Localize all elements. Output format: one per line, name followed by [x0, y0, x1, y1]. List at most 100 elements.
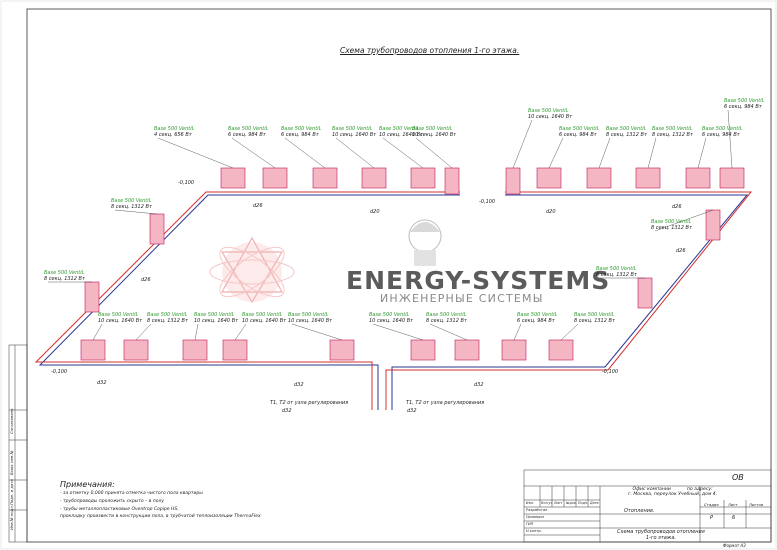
radiator-model: Base 500 VentiL [412, 126, 453, 132]
sheet-value: 6 [732, 515, 736, 521]
radiator-model: Base 500 VentiL [606, 126, 647, 132]
leader-line [372, 323, 424, 341]
side-label: Взам. инв.№ [9, 450, 14, 475]
radiator-model: Base 500 VentiL [281, 126, 322, 132]
radiator-model: Base 500 VentiL [517, 312, 558, 318]
radiator-model: Base 500 VentiL [651, 219, 692, 225]
leader-line [135, 323, 152, 341]
format-label: Формат А3 [723, 543, 746, 548]
note-line: - за отметку 0,000 принята отметка чисто… [60, 491, 203, 496]
drawing-title: Схема трубопроводов отопления 1-го этажа… [340, 46, 520, 55]
radiator-model: Base 500 VentiL [559, 126, 600, 132]
radiator-model: Base 500 VentiL [369, 312, 410, 318]
radiator-model: Base 500 VentiL [147, 312, 188, 318]
radiator-spec: 10 секц. 1640 Вт [369, 318, 414, 324]
radiator [329, 339, 355, 361]
radiator-spec: 6 секц. 984 Вт [228, 132, 266, 138]
side-label: Согласовано [9, 408, 14, 434]
drawing-frame [26, 8, 772, 543]
side-label: Подп. и дата [9, 479, 14, 505]
pipe-diameter: d32 [474, 382, 484, 388]
sheet-header: Лист [728, 502, 738, 507]
watermark-logo [209, 219, 442, 304]
notes-heading: Примечания: [60, 480, 115, 489]
radiator-spec: 10 секц. 1640 Вт [194, 318, 239, 324]
address: Офис компании по адресу: г. Москва, пере… [628, 487, 718, 497]
radiator-model: Base 500 VentiL [111, 198, 152, 204]
radiator-model: Base 500 VentiL [154, 126, 195, 132]
radiator-spec: 8 секц. 1312 Вт [596, 272, 637, 278]
leader-line [598, 137, 611, 169]
radiator-model: Base 500 VentiL [332, 126, 373, 132]
radiator [501, 339, 527, 361]
leader-line [654, 209, 714, 232]
radiator-model: Base 500 VentiL [574, 312, 615, 318]
radiator-spec: 8 секц. 1312 Вт [111, 204, 152, 210]
leader-line [92, 323, 103, 341]
pipe-diameter: d26 [253, 203, 263, 209]
elevation-mark: -0,100 [178, 180, 195, 186]
radiator [220, 167, 246, 189]
side-label: Инв.№ подл. [9, 505, 14, 530]
leader-line [194, 323, 199, 341]
title-block [523, 469, 772, 543]
col-header: Дата [590, 501, 599, 505]
leader-line [284, 137, 326, 169]
radiator-model: Base 500 VentiL [242, 312, 283, 318]
col-header: №док. [566, 501, 577, 505]
radiator-model: Base 500 VentiL [702, 126, 743, 132]
leader-line [513, 323, 522, 341]
radiator [149, 213, 165, 245]
leader-line [512, 119, 533, 169]
radiator [312, 167, 338, 189]
radiator-spec: 8 секц. 1312 Вт [574, 318, 615, 324]
radiator-model: Base 500 VentiL [724, 98, 765, 104]
leader-line [429, 323, 468, 341]
radiator-model: Base 500 VentiL [194, 312, 235, 318]
radiator-spec: 8 секц. 1312 Вт [652, 132, 693, 138]
radiator-model: Base 500 VentiL [596, 266, 637, 272]
radiator-model: Base 500 VentiL [528, 108, 569, 114]
role-label: ГИП [526, 522, 534, 526]
radiator-model: Base 500 VentiL [288, 312, 329, 318]
leader-line [291, 323, 343, 341]
pipe-diameter: d20 [546, 209, 556, 215]
radiator [410, 167, 436, 189]
col-header: Лист [554, 501, 563, 505]
note-line: прокладку произвести в конструкции пола,… [60, 514, 261, 519]
radiator-spec: 6 секц. 984 Вт [702, 132, 740, 138]
pipe-diameter: d20 [370, 209, 380, 215]
leader-line [727, 109, 733, 169]
side-stamp-strip [8, 344, 28, 543]
radiator-spec: 6 секц. 984 Вт [517, 318, 555, 324]
role-label: Н.контр. [526, 529, 542, 533]
supply-pipe [34, 191, 460, 410]
radiator [635, 167, 661, 189]
radiator [505, 167, 521, 195]
pipe-diameter: d26 [672, 204, 682, 210]
radiator-model: Base 500 VentiL [652, 126, 693, 132]
radiator [454, 339, 480, 361]
return-pipe [391, 194, 749, 410]
stage-value: Р [710, 515, 714, 521]
stage-header: Стадия [704, 502, 719, 507]
pipe-diameter: d32 [97, 380, 107, 386]
leader-line [560, 323, 579, 341]
col-header: Подп. [578, 501, 588, 505]
radiator-spec: 10 секц. 1640 Вт [98, 318, 143, 324]
riser-label: Т1, Т2 от узла регулирования [406, 400, 485, 406]
radiator [719, 167, 745, 189]
pipe-diameter: d32 [294, 382, 304, 388]
radiator-spec: 10 секц. 1640 Вт [242, 318, 287, 324]
radiator-spec: 8 секц. 1312 Вт [426, 318, 467, 324]
radiator [548, 339, 574, 361]
radiator-model: Base 500 VentiL [426, 312, 467, 318]
elevation-mark: -0,100 [51, 369, 68, 375]
note-line: - трубы металлопластиковые Oventrop Copi… [60, 507, 179, 512]
col-header: Изм. [526, 501, 534, 505]
radiator [705, 209, 721, 241]
leader-line [415, 137, 453, 169]
leader-line [157, 137, 234, 169]
pipe-diameter: d32 [282, 408, 292, 414]
role-label: Проверил [526, 515, 544, 519]
